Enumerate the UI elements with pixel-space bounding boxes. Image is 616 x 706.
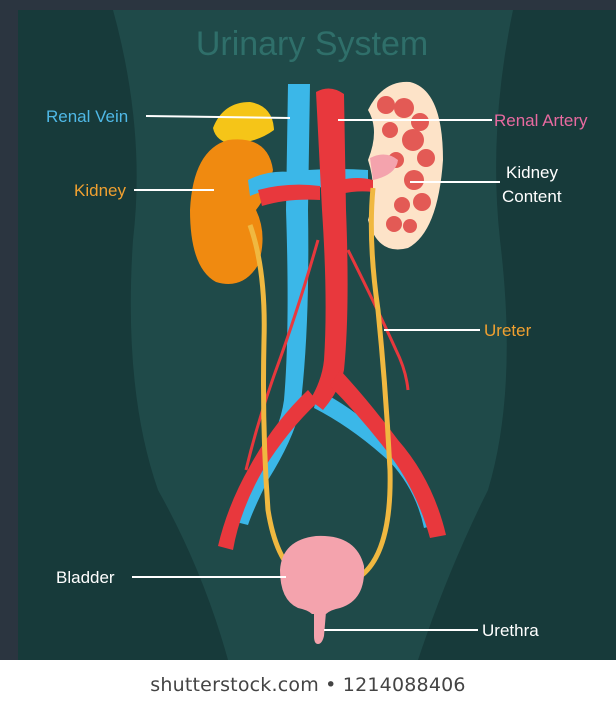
urinary-system-diagram: Urinary System Renal Vein Renal Arter	[18, 10, 616, 660]
watermark-bar: shutterstock.com • 1214088406	[0, 660, 616, 706]
watermark-text: shutterstock.com • 1214088406	[0, 674, 616, 696]
label-kidney-content-line2: Content	[502, 187, 562, 206]
label-kidney: Kidney	[74, 181, 126, 200]
label-urethra: Urethra	[482, 621, 539, 640]
label-kidney-content-line1: Kidney	[506, 163, 558, 182]
label-renal-artery: Renal Artery	[494, 111, 588, 130]
label-bladder: Bladder	[56, 568, 115, 587]
diagram-title: Urinary System	[196, 25, 428, 63]
diagram-frame: Urinary System Renal Vein Renal Arter	[18, 10, 616, 660]
label-ureter: Ureter	[484, 321, 532, 340]
label-renal-vein: Renal Vein	[46, 107, 128, 126]
